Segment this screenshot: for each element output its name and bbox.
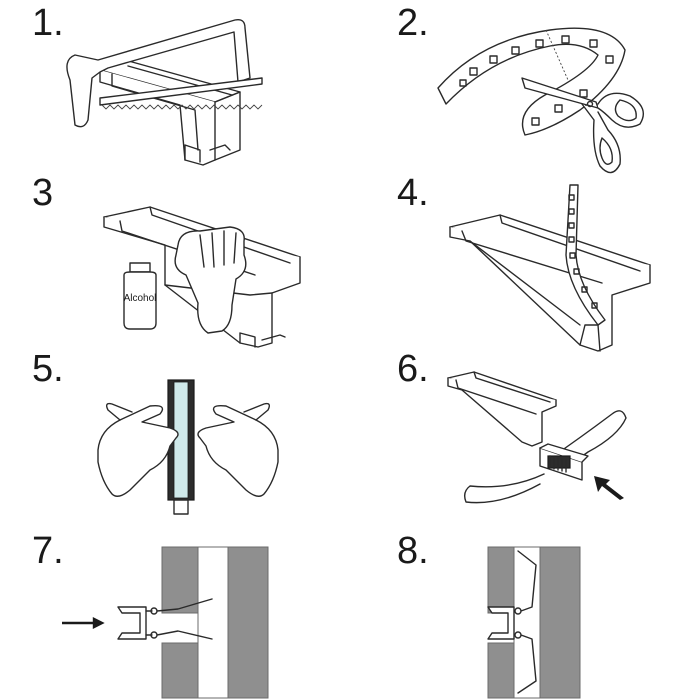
inserting-led-strip-into-profile-illustration [449,184,651,352]
pressing-diffuser-cover-illustration [97,379,279,515]
step-number-3: 3 [32,172,54,214]
cleaning-profile-with-alcohol-illustration: Alcohol [103,206,301,348]
inserting-profile-into-ceiling-cutout-illustration [62,546,269,699]
step-number-8: 8. [397,530,429,572]
bottle-label: Alcohol [124,293,157,304]
step-number-4: 4. [397,172,429,214]
step-number-7: 7. [32,530,64,572]
step-number-1: 1. [32,2,64,44]
step-number-2: 2. [397,2,429,44]
hacksaw-cutting-profile-illustration [66,18,263,166]
direction-arrow-icon [594,476,624,500]
step-number-6: 6. [397,348,429,390]
profile-installed-in-ceiling-illustration [487,546,581,699]
step-number-5: 5. [32,348,64,390]
scissors-cutting-led-strip-illustration [437,27,644,174]
attaching-spring-clip-illustration [447,371,627,504]
